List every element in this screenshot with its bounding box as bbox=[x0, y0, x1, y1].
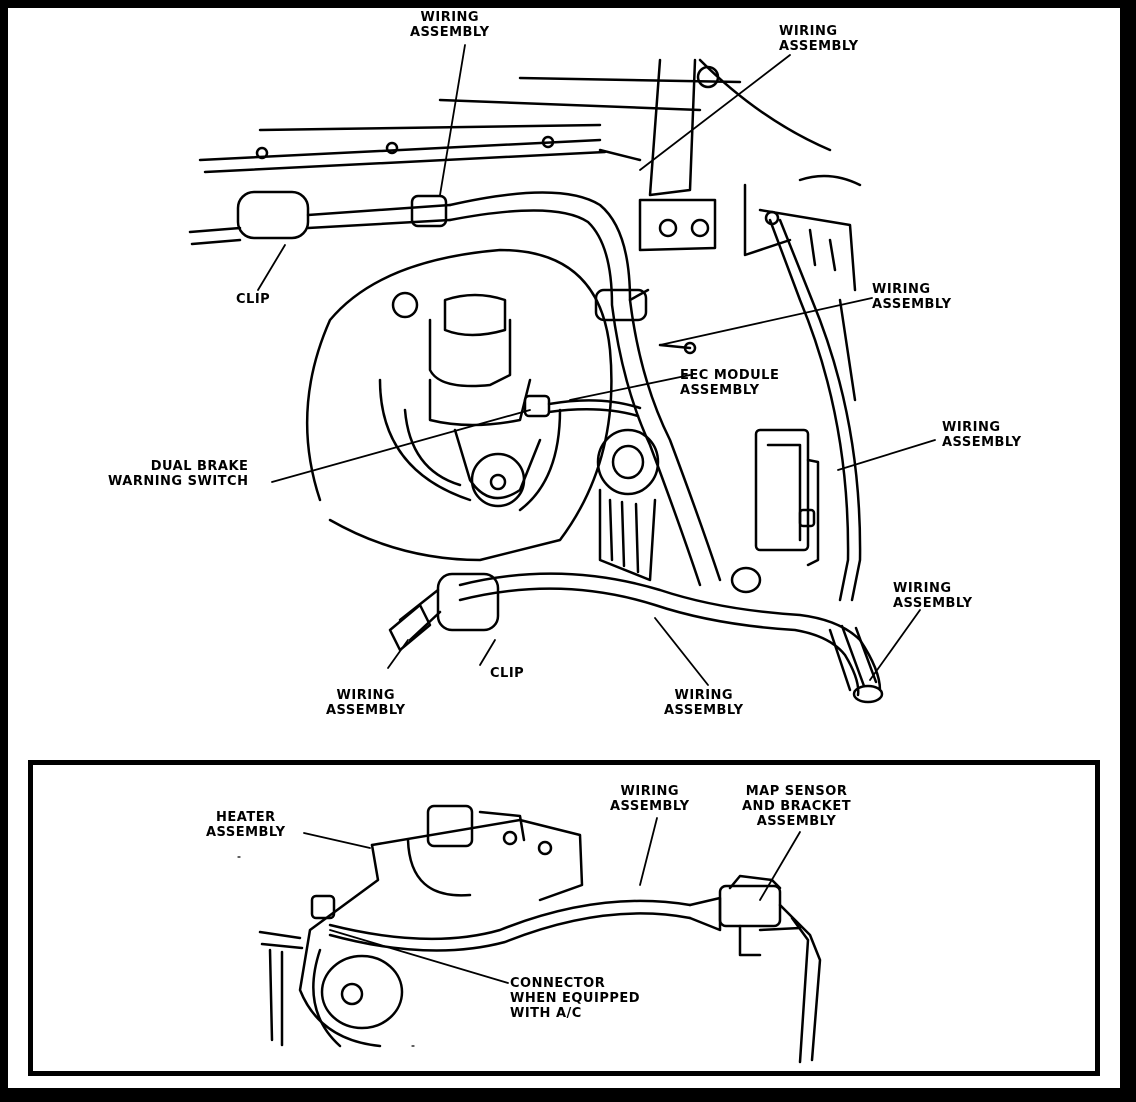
label-eec-module: EEC MODULE ASSEMBLY bbox=[680, 368, 780, 398]
inset-dots bbox=[237, 856, 415, 1047]
label-wiring-top-right: WIRING ASSEMBLY bbox=[779, 24, 859, 54]
left-clip bbox=[188, 190, 452, 246]
strut-tower bbox=[638, 58, 862, 402]
leader-lines bbox=[257, 44, 936, 984]
label-wiring-inset: WIRING ASSEMBLY bbox=[610, 784, 690, 814]
label-connector-ac: CONNECTOR WHEN EQUIPPED WITH A/C bbox=[510, 976, 641, 1021]
blower-fan bbox=[596, 428, 660, 582]
label-clip-left: CLIP bbox=[236, 292, 271, 307]
label-wiring-bottom-center: WIRING ASSEMBLY bbox=[664, 688, 744, 718]
right-wiring bbox=[764, 210, 862, 602]
diagram-panel bbox=[8, 8, 1120, 1088]
eec-module bbox=[754, 428, 820, 567]
master-cylinder bbox=[428, 293, 551, 508]
label-wiring-right-lower: WIRING ASSEMBLY bbox=[893, 581, 973, 611]
bottom-clip bbox=[388, 572, 500, 652]
inset-wiring bbox=[328, 838, 722, 952]
brake-booster bbox=[305, 248, 613, 562]
label-wiring-right-upper: WIRING ASSEMBLY bbox=[872, 282, 952, 312]
label-clip-bottom: CLIP bbox=[490, 666, 525, 681]
label-wiring-bottom-left: WIRING ASSEMBLY bbox=[326, 688, 406, 718]
cowl-panel bbox=[198, 76, 742, 174]
map-sensor-drawing bbox=[718, 874, 822, 1064]
heater-assembly-drawing bbox=[258, 804, 584, 1048]
label-wiring-top-center: WIRING ASSEMBLY bbox=[410, 10, 490, 40]
brake-switch-wire bbox=[547, 399, 642, 418]
main-harness bbox=[448, 191, 722, 587]
lower-harness bbox=[458, 566, 884, 704]
label-map-sensor-bracket: MAP SENSOR AND BRACKET ASSEMBLY bbox=[742, 784, 852, 829]
label-wiring-right-mid: WIRING ASSEMBLY bbox=[942, 420, 1022, 450]
label-heater-assembly: HEATER ASSEMBLY bbox=[206, 810, 286, 840]
inset-frame bbox=[28, 760, 1100, 1076]
label-dual-brake-warning-switch: DUAL BRAKE WARNING SWITCH bbox=[108, 459, 249, 489]
